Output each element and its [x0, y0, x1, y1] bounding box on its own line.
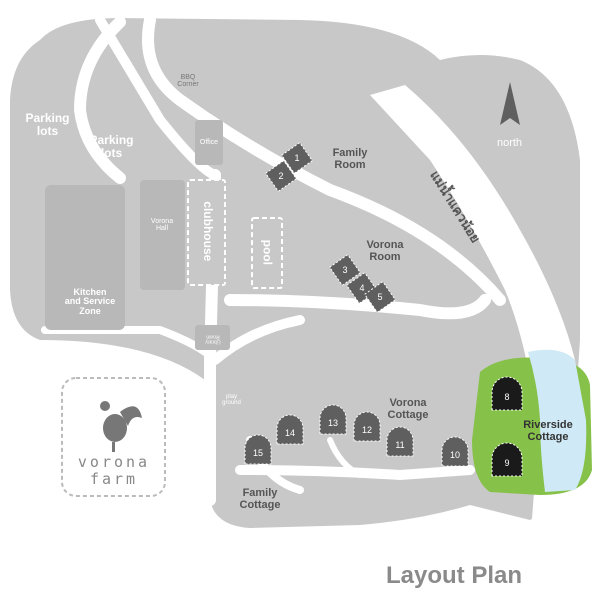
logo-text-1: vorona	[77, 453, 151, 471]
cottage-unit-15: 15	[244, 434, 272, 465]
logo-text-2: farm	[89, 470, 139, 488]
vorona-cottage-label: Vorona Cottage	[387, 397, 429, 421]
room-unit-2-label: 2	[278, 171, 283, 181]
river	[370, 85, 580, 545]
room-unit-3-label: 3	[342, 265, 347, 275]
cottage-unit-12-label: 12	[362, 425, 372, 435]
cottage-unit-14-label: 14	[285, 428, 295, 438]
peacock-logo	[100, 401, 142, 452]
clubhouse-label: clubhouse	[200, 201, 215, 262]
cottage-unit-10-label: 10	[450, 450, 460, 460]
cottage-unit-11-label: 11	[395, 440, 404, 450]
riverside-unit-9-label: 9	[504, 458, 509, 468]
cottage-unit-15-label: 15	[253, 448, 263, 458]
cottage-unit-10: 10	[441, 436, 469, 467]
family-room-label: Family Room	[332, 147, 368, 171]
riverside-cottage-label: Riverside Cottage	[523, 419, 573, 443]
compass	[468, 73, 552, 157]
parking-lots-label-2: Parking lots	[89, 133, 134, 160]
cottage-unit-13: 13	[319, 404, 347, 435]
kitchen-label: Kitchen and Service Zone	[64, 287, 116, 316]
vorona-room-label: Vorona Room	[366, 239, 404, 263]
cottage-unit-14: 14	[276, 414, 304, 445]
room-unit-5-label: 5	[377, 292, 382, 302]
office-label: Office	[199, 139, 219, 146]
parking-lots-label-1: Parking lots	[25, 111, 70, 138]
library-label: Library Room	[205, 333, 221, 345]
room-unit-1: 1	[280, 141, 314, 175]
cottage-units: 10 11 12 13 14 15 8 9	[244, 376, 523, 477]
riverside-unit-9: 9	[491, 442, 523, 477]
room-unit-3: 3	[328, 253, 362, 287]
cottage-unit-11: 11	[386, 426, 414, 457]
page-title: Layout Plan	[386, 562, 523, 589]
cottage-unit-13-label: 13	[328, 418, 338, 428]
river-water	[528, 349, 587, 492]
compass-label: north	[496, 137, 523, 149]
vorona-hall-label: Vorona Hall	[150, 218, 174, 233]
clubhouse-outline	[187, 179, 226, 286]
riverside-unit-8: 8	[491, 376, 523, 411]
area-blocks	[45, 120, 230, 350]
play-ground-label: play ground	[222, 394, 241, 407]
riverside-unit-8-label: 8	[504, 392, 509, 402]
room-units: 1 2 3 4 5	[264, 141, 397, 314]
logo-frame	[61, 377, 166, 497]
room-unit-1-label: 1	[294, 153, 299, 163]
room-unit-2: 2	[264, 159, 298, 193]
cottage-unit-12: 12	[353, 411, 381, 442]
pool-label: pool	[260, 239, 275, 265]
pool-outline	[251, 217, 283, 289]
family-cottage-label: Family Cottage	[239, 487, 281, 511]
bbq-corner-label: BBQ Corner	[177, 74, 199, 89]
room-unit-5: 5	[363, 280, 397, 314]
room-unit-4-label: 4	[359, 283, 364, 293]
